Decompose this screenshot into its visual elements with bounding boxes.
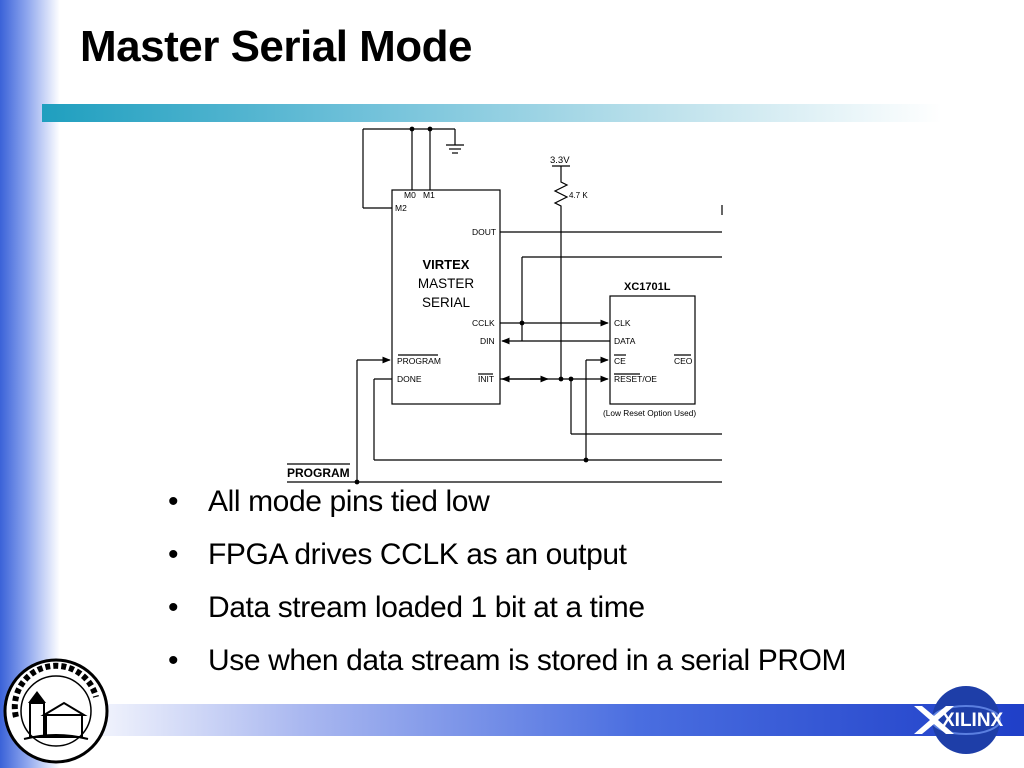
bullet-list: •All mode pins tied low •FPGA drives CCL… [168,478,847,690]
m1-label: M1 [423,190,435,200]
footer-gradient-bar [60,704,1024,736]
data-label: DATA [614,336,636,346]
virtex-line3: SERIAL [422,295,471,310]
left-gradient-band [0,0,60,768]
university-seal-logo [3,658,109,764]
bullet-item: •All mode pins tied low [168,478,846,531]
done-label: DONE [397,374,422,384]
clk-label: CLK [614,318,631,328]
program-pin-label: PROGRAM [397,356,441,366]
prom-title: XC1701L [624,281,671,293]
dout-label: DOUT [472,227,496,237]
bullet-dot-icon: • [168,591,179,624]
bullet-dot-icon: • [168,644,179,677]
master-serial-schematic: M0 M1 M2 DOUT VIRTEX MASTER SERIAL CCLK … [287,126,723,485]
bullet-dot-icon: • [168,538,179,571]
cclk-label: CCLK [472,318,495,328]
virtex-title: VIRTEX [423,257,470,272]
title-underline-bar [42,104,942,122]
program-signal-label: PROGRAM [287,466,350,480]
init-label: INIT [478,374,494,384]
ceo-label: CEO [674,356,693,366]
prom-note: (Low Reset Option Used) [603,408,696,418]
xilinx-wordmark: XILINX [942,710,1004,731]
m0-label: M0 [404,190,416,200]
xilinx-logo: XILINX [914,686,1004,754]
virtex-line2: MASTER [418,276,475,291]
reset-oe-label: RESET/OE [614,374,657,384]
resistor-label: 4.7 K [569,191,588,200]
m2-label: M2 [395,203,407,213]
slide-title: Master Serial Mode [80,22,473,71]
din-label: DIN [480,336,495,346]
supply-label: 3.3V [550,155,570,166]
bullet-item: •FPGA drives CCLK as an output [168,531,846,584]
bullet-dot-icon: • [168,485,179,518]
bullet-item: •Use when data stream is stored in a ser… [168,637,847,690]
bullet-item: •Data stream loaded 1 bit at a time [168,584,846,637]
ce-label: CE [614,356,626,366]
